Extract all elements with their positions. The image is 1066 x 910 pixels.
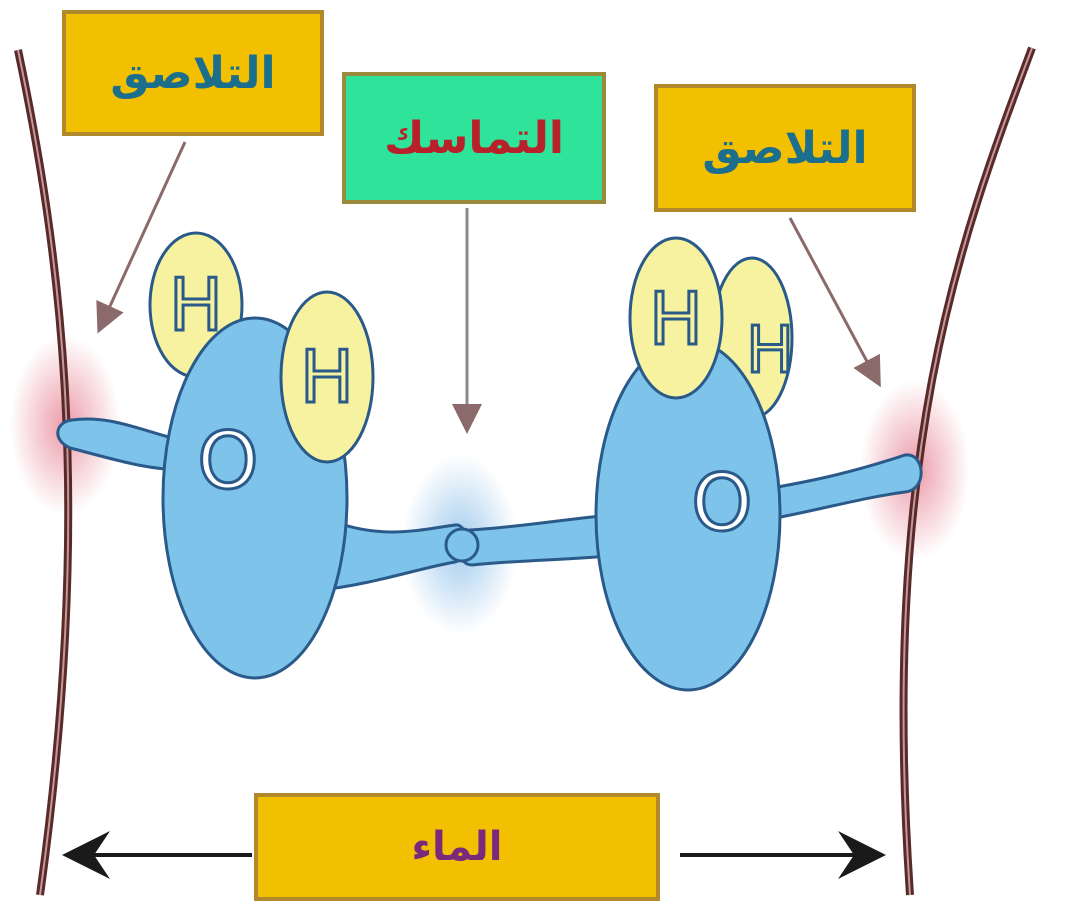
water-label-text: الماء	[412, 824, 503, 870]
adhesion-label-left-text: التلاصق	[110, 48, 275, 99]
left-hydrogen-2-letter: H	[300, 335, 354, 419]
adhesion-label-left: التلاصق	[62, 10, 324, 136]
adhesion-label-right-text: التلاصق	[702, 123, 867, 174]
adhesion-label-right: التلاصق	[654, 84, 916, 212]
water-label: الماء	[254, 793, 660, 901]
handshake-knot	[446, 529, 478, 561]
adhesion-arrow-right	[790, 218, 878, 382]
right-hydrogen-2-letter: H	[746, 314, 794, 388]
cohesion-label: التماسك	[342, 72, 606, 204]
left-oxygen-letter: O	[197, 417, 258, 507]
right-hydrogen-1-letter: H	[649, 277, 703, 361]
right-oxygen-letter: O	[691, 459, 752, 549]
left-hydrogen-1-letter: H	[169, 263, 223, 347]
cohesion-label-text: التماسك	[384, 113, 564, 164]
